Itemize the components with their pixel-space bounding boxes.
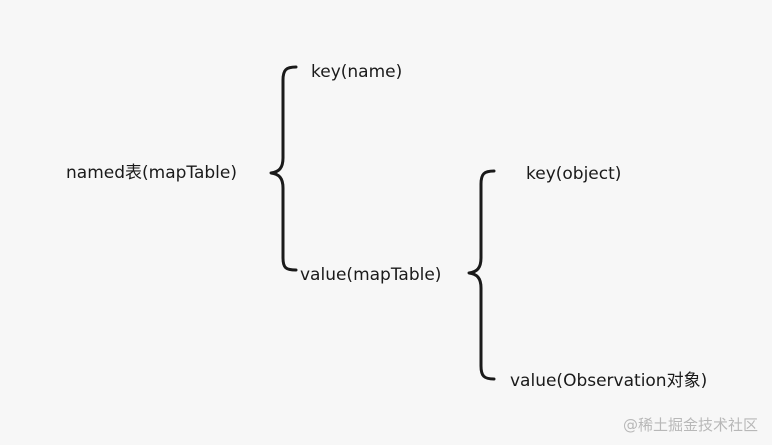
brace-level1 bbox=[269, 65, 298, 272]
brace-level2 bbox=[467, 169, 496, 381]
value-observation-label: value(Observation对象) bbox=[510, 371, 708, 391]
value-maptable-label: value(mapTable) bbox=[300, 265, 442, 285]
key-object-label: key(object) bbox=[526, 164, 622, 184]
key-name-label: key(name) bbox=[311, 62, 403, 82]
watermark: @稀土掘金技术社区 bbox=[622, 416, 758, 434]
root-node-label: named表(mapTable) bbox=[66, 163, 237, 183]
